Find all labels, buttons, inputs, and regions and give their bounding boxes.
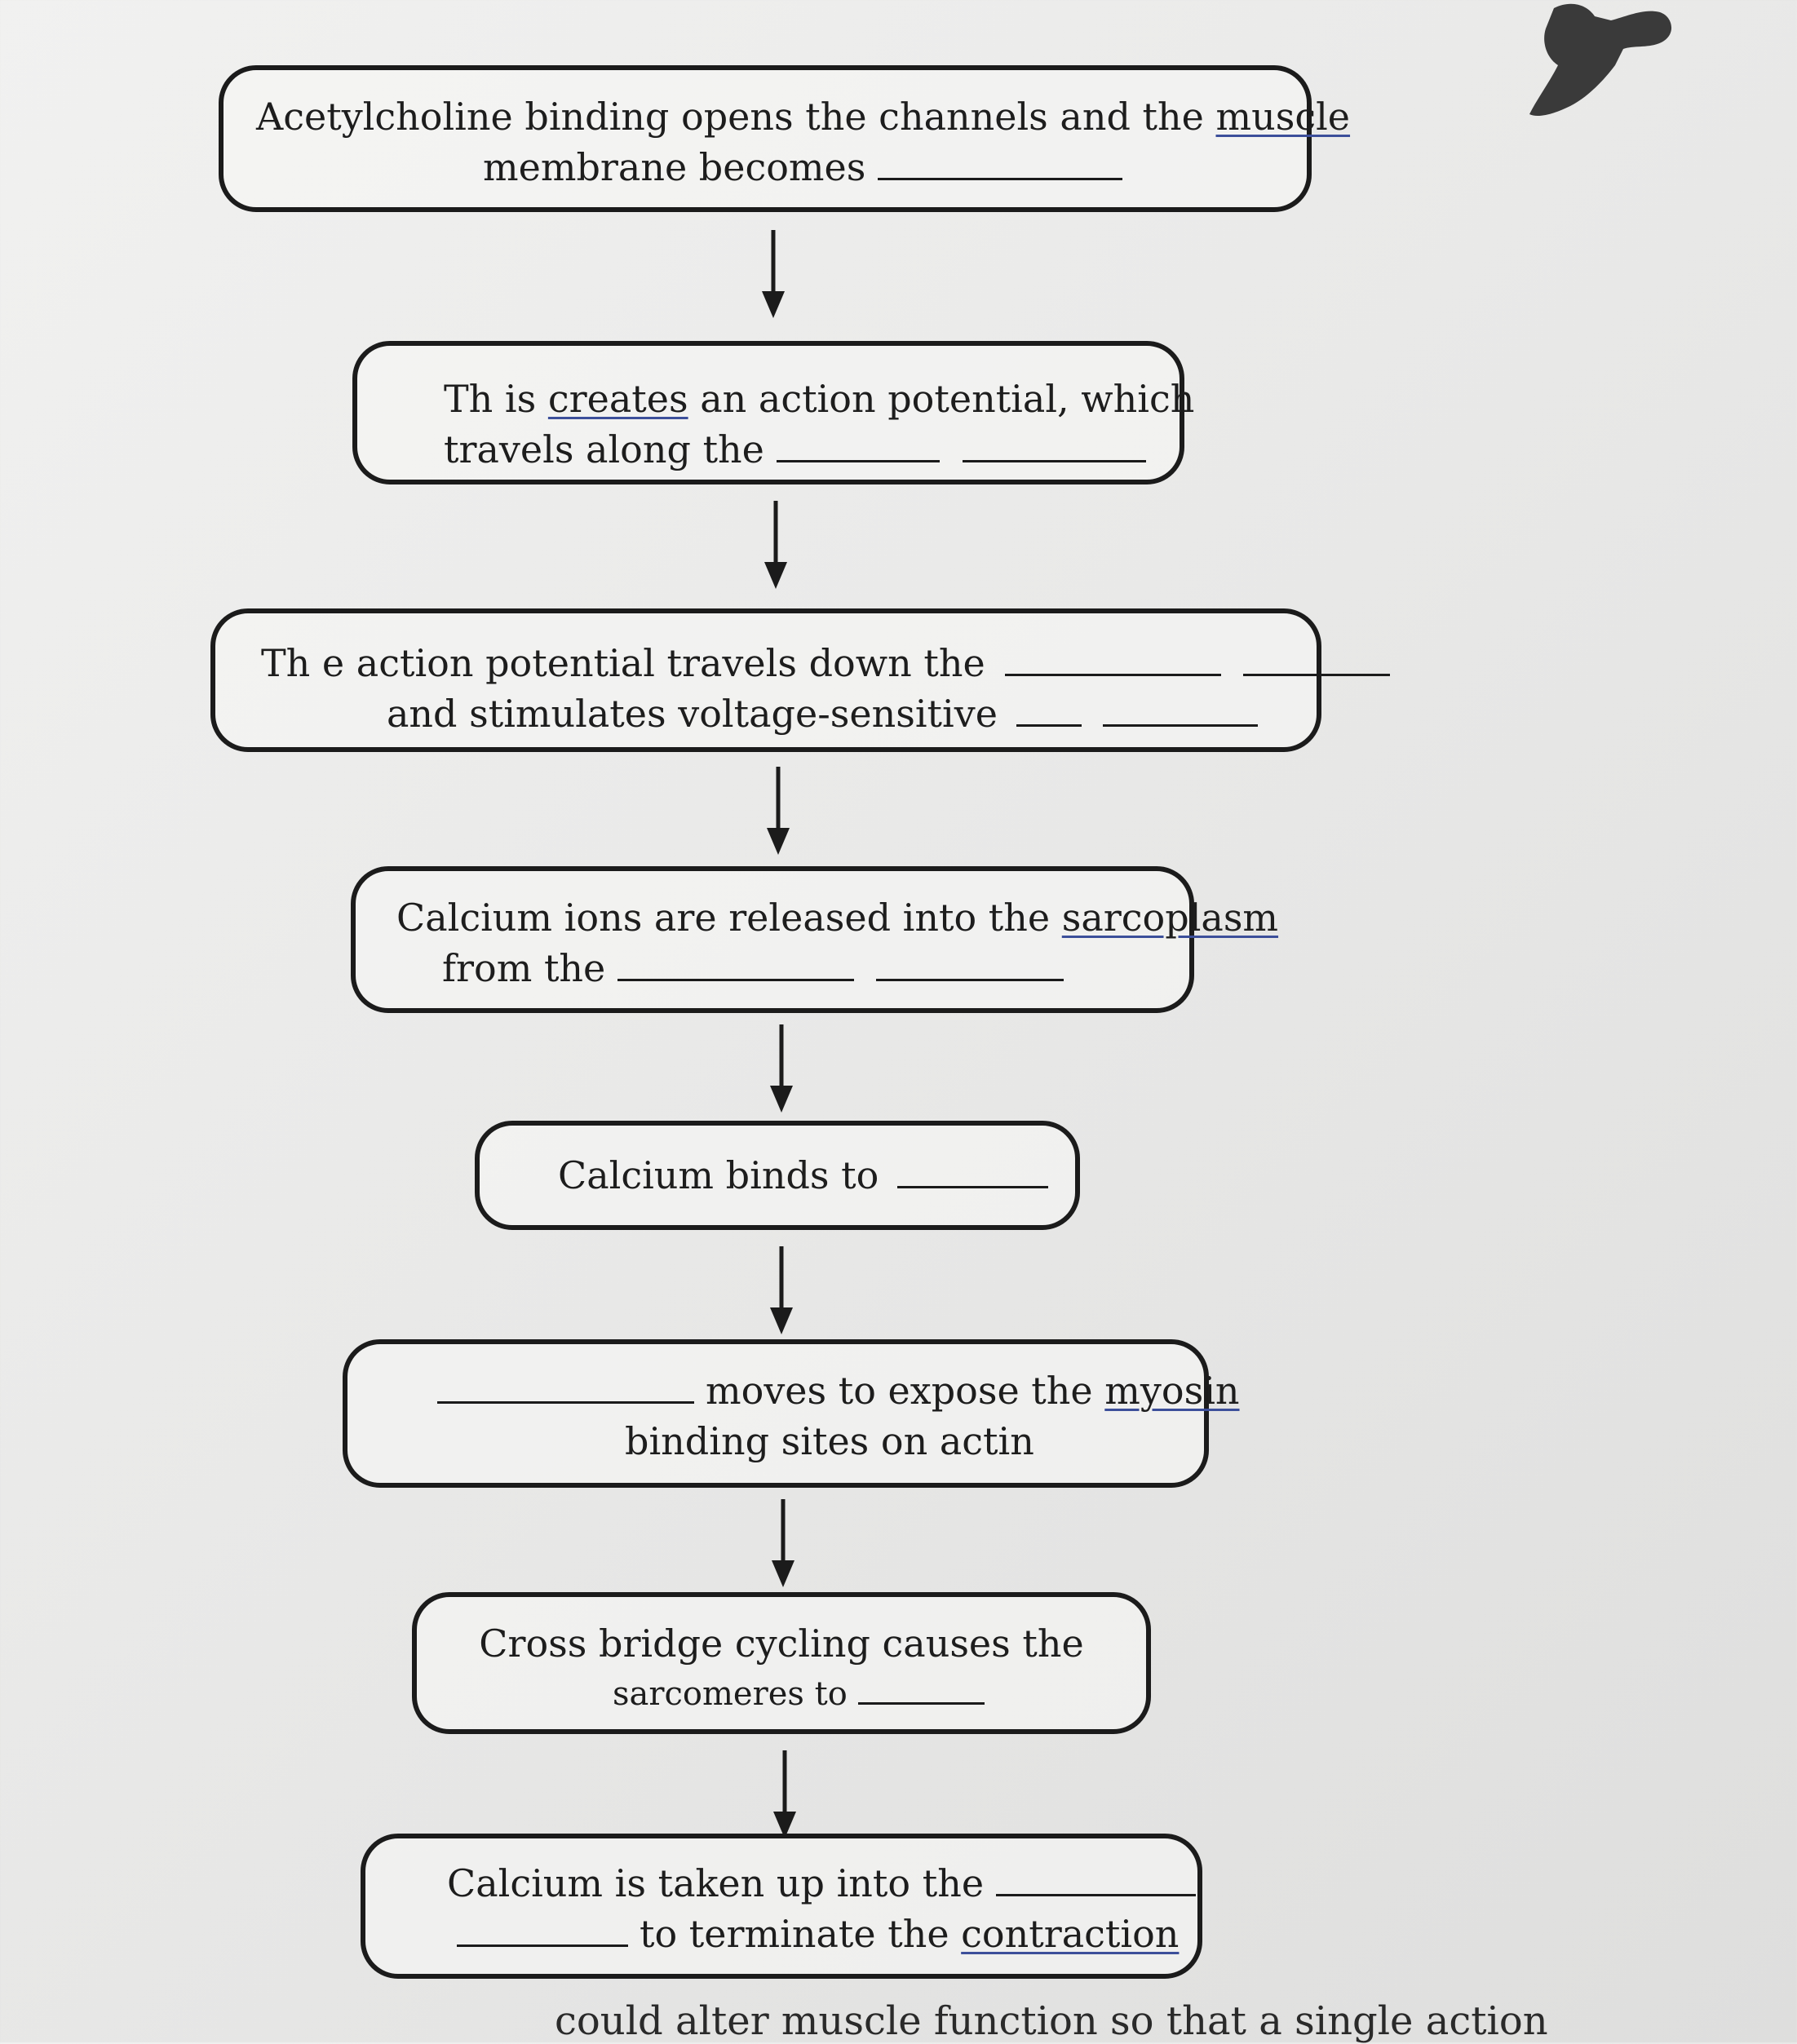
step-8-text: Calcium is taken up into the xyxy=(447,1861,985,1905)
blank-8a[interactable] xyxy=(995,1865,1196,1896)
step-2-text: Th is xyxy=(444,377,548,421)
figure-silhouette-icon xyxy=(1529,3,1672,116)
step-2-text-line2: travels along the xyxy=(444,427,764,471)
blank-4a[interactable] xyxy=(617,949,854,981)
blank-3d[interactable] xyxy=(1103,695,1259,727)
blank-1[interactable] xyxy=(878,148,1122,180)
blank-8b[interactable] xyxy=(457,1915,628,1947)
step-1-underlined-word: muscle xyxy=(1215,95,1351,139)
step-8-text-line2: to terminate the xyxy=(640,1912,962,1956)
flow-step-7: Cross bridge cycling causes the sarcomer… xyxy=(412,1592,1151,1734)
step-4-text: Calcium ions are released into the xyxy=(396,896,1062,940)
blank-4b[interactable] xyxy=(875,949,1064,981)
step-1-text: Acetylcholine binding opens the channels… xyxy=(256,95,1216,139)
flow-step-4: Calcium ions are released into the sarco… xyxy=(351,866,1278,1013)
step-1-text-line2: membrane becomes xyxy=(483,145,866,189)
step-4-text-line2: from the xyxy=(442,946,606,990)
arrow-1 xyxy=(762,230,785,318)
blank-2b[interactable] xyxy=(963,431,1147,462)
blank-6[interactable] xyxy=(437,1372,694,1404)
blank-2a[interactable] xyxy=(776,431,940,462)
flow-step-6: moves to expose the myosin binding sites… xyxy=(343,1339,1240,1488)
blank-5[interactable] xyxy=(896,1157,1048,1188)
blank-7[interactable] xyxy=(857,1673,985,1705)
blank-3a[interactable] xyxy=(1005,644,1222,676)
flow-step-8: Calcium is taken up into the to terminat… xyxy=(361,1834,1202,1979)
step-6-text: moves to expose the xyxy=(706,1369,1105,1413)
step-6-underlined-word: myosin xyxy=(1104,1369,1240,1413)
step-2-underlined-word: creates xyxy=(547,377,688,421)
arrow-2 xyxy=(764,501,787,589)
arrow-7 xyxy=(773,1750,796,1838)
arrow-4 xyxy=(770,1024,793,1113)
arrow-6 xyxy=(772,1499,794,1587)
step-3-text-line2: and stimulates voltage-sensitive xyxy=(387,692,998,736)
step-5-text: Calcium binds to xyxy=(558,1153,879,1197)
step-7-text: Cross bridge cycling causes the xyxy=(479,1621,1084,1666)
flow-step-1: Acetylcholine binding opens the channels… xyxy=(219,65,1350,212)
blank-3b[interactable] xyxy=(1242,644,1390,676)
flow-step-2: Th is creates an action potential, which… xyxy=(352,341,1194,484)
step-7-text-line2: sarcomeres to xyxy=(613,1675,848,1713)
step-6-text-line2: binding sites on actin xyxy=(625,1419,1034,1463)
arrow-5 xyxy=(770,1246,793,1334)
flow-step-3: Th e action potential travels down the a… xyxy=(210,608,1390,752)
step-4-underlined-word: sarcoplasm xyxy=(1061,896,1279,940)
footer-question-text: could alter muscle function so that a si… xyxy=(555,1998,1548,2044)
step-8-underlined-word: contraction xyxy=(961,1912,1180,1956)
flow-step-5: Calcium binds to xyxy=(475,1121,1080,1230)
arrow-3 xyxy=(767,767,790,855)
blank-3c[interactable] xyxy=(1016,695,1082,727)
step-3-text: Th e action potential travels down the xyxy=(261,641,985,685)
step-2-text-cont: an action potential, which xyxy=(688,377,1195,421)
